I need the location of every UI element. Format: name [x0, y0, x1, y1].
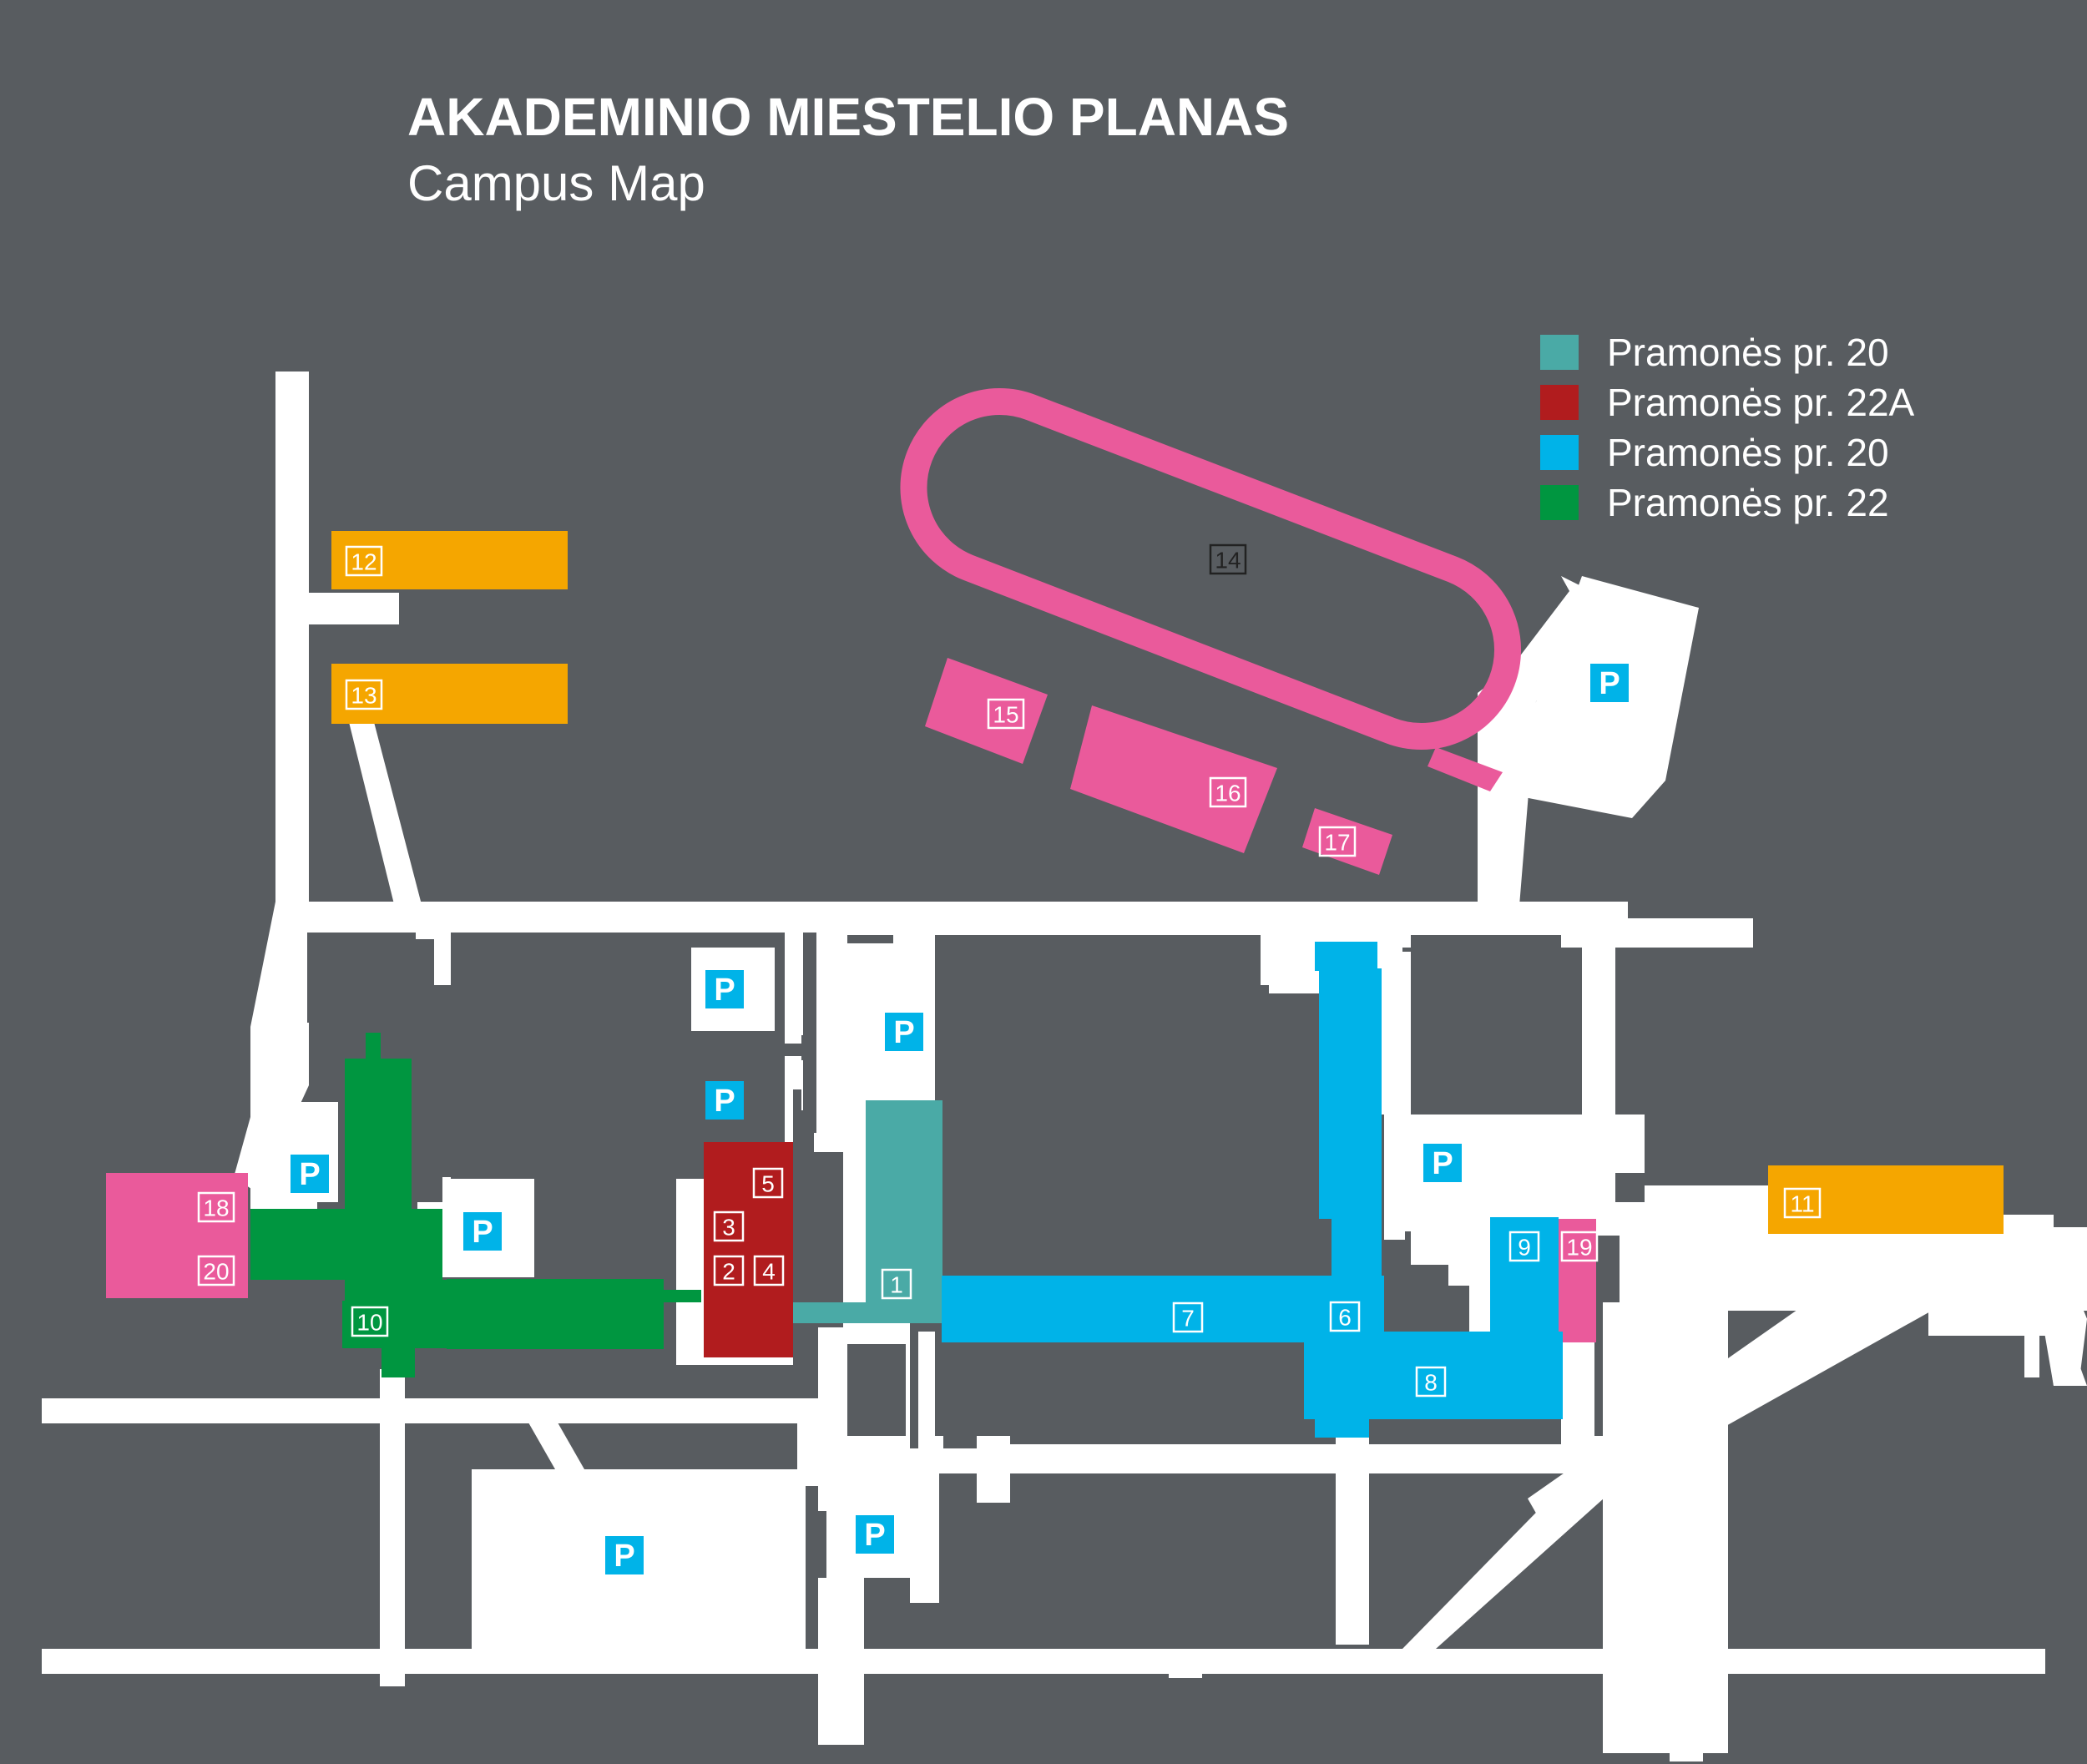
legend-swatch: [1540, 485, 1579, 520]
parking-icon: P: [705, 1081, 744, 1120]
parking-signs: P P P P P P P P P: [291, 664, 1629, 1574]
building-label: 3: [713, 1211, 745, 1242]
building-label: 7: [1172, 1302, 1204, 1333]
building-label: 8: [1415, 1366, 1447, 1398]
svg-text:P: P: [1432, 1146, 1453, 1181]
parking-icon: P: [705, 970, 744, 1008]
svg-text:P: P: [714, 973, 735, 1008]
svg-text:18: 18: [203, 1195, 229, 1221]
building-label: 9: [1508, 1231, 1540, 1262]
svg-text:12: 12: [351, 549, 376, 575]
building-label: 6: [1329, 1301, 1361, 1332]
svg-text:4: 4: [762, 1259, 776, 1285]
svg-text:9: 9: [1518, 1235, 1531, 1261]
svg-text:P: P: [1599, 666, 1620, 701]
svg-text:17: 17: [1324, 830, 1350, 856]
roads: [42, 372, 2087, 1761]
parking-icon: P: [605, 1536, 644, 1574]
svg-text:P: P: [864, 1518, 885, 1553]
building-label: 2: [713, 1255, 745, 1286]
svg-text:P: P: [472, 1215, 493, 1250]
legend-label: Pramonės pr. 20: [1607, 331, 1889, 374]
svg-text:5: 5: [761, 1171, 775, 1197]
svg-text:15: 15: [993, 702, 1018, 728]
svg-text:19: 19: [1566, 1235, 1592, 1261]
building-label: 19: [1560, 1231, 1599, 1262]
legend-swatch: [1540, 385, 1579, 420]
svg-text:13: 13: [351, 683, 376, 709]
legend-label: Pramonės pr. 22: [1607, 481, 1889, 524]
parking-icon: P: [856, 1515, 894, 1554]
teal-building: [793, 1100, 943, 1323]
svg-text:3: 3: [722, 1215, 735, 1241]
legend-swatch: [1540, 335, 1579, 370]
building-label: 17: [1318, 826, 1357, 857]
map-title: AKADEMINIO MIESTELIO PLANAS: [407, 87, 1290, 147]
green-building: [250, 1033, 701, 1377]
title-block: AKADEMINIO MIESTELIO PLANAS Campus Map: [407, 83, 1289, 217]
svg-text:20: 20: [203, 1259, 229, 1285]
building-label: 4: [753, 1255, 785, 1286]
legend-swatch: [1540, 435, 1579, 470]
building-label: 5: [752, 1167, 784, 1199]
dark-blocks: [42, 933, 1561, 1578]
building-label: 14: [1209, 543, 1247, 575]
svg-text:P: P: [299, 1157, 320, 1192]
blue-building: [942, 942, 1563, 1438]
building-label: 20: [197, 1255, 235, 1286]
svg-text:P: P: [614, 1539, 634, 1574]
building-label: 18: [197, 1191, 235, 1223]
svg-text:16: 16: [1215, 781, 1241, 806]
building-label: 1: [881, 1268, 912, 1300]
parking-icon: P: [885, 1013, 923, 1051]
svg-text:14: 14: [1215, 548, 1241, 574]
building-label: 15: [987, 698, 1025, 730]
parking-icon: P: [1590, 664, 1629, 702]
building-label: 16: [1209, 776, 1247, 808]
svg-text:P: P: [714, 1084, 735, 1119]
running-track: [900, 387, 1522, 791]
legend-label: Pramonės pr. 22A: [1607, 381, 1915, 424]
map-legend: Pramonės pr. 20 Pramonės pr. 22A Pramonė…: [1540, 327, 1914, 528]
parking-icon: P: [291, 1155, 329, 1193]
legend-label: Pramonės pr. 20: [1607, 431, 1889, 474]
parking-icon: P: [463, 1212, 502, 1251]
svg-text:P: P: [893, 1015, 914, 1050]
svg-text:11: 11: [1790, 1191, 1814, 1217]
svg-text:7: 7: [1181, 1306, 1195, 1332]
legend-item: Pramonės pr. 20: [1540, 327, 1914, 377]
building-label: 12: [345, 545, 383, 577]
legend-item: Pramonės pr. 22: [1540, 478, 1914, 528]
svg-text:8: 8: [1424, 1370, 1438, 1396]
building-label: 11: [1783, 1187, 1822, 1219]
building-label: 10: [351, 1306, 389, 1337]
building-label: 13: [345, 679, 383, 710]
svg-text:2: 2: [722, 1259, 735, 1285]
legend-item: Pramonės pr. 22A: [1540, 377, 1914, 427]
map-subtitle: Campus Map: [407, 155, 705, 211]
building-labels: 1 2 3 4 5 6 7 8 9 10 11 12 13 14 15 16 1…: [197, 543, 1822, 1398]
svg-text:6: 6: [1338, 1305, 1352, 1331]
svg-text:10: 10: [356, 1310, 382, 1336]
svg-text:1: 1: [890, 1272, 903, 1298]
parking-icon: P: [1423, 1144, 1462, 1182]
legend-item: Pramonės pr. 20: [1540, 427, 1914, 478]
red-building: [704, 1142, 793, 1357]
orange-buildings: [331, 531, 2004, 1234]
